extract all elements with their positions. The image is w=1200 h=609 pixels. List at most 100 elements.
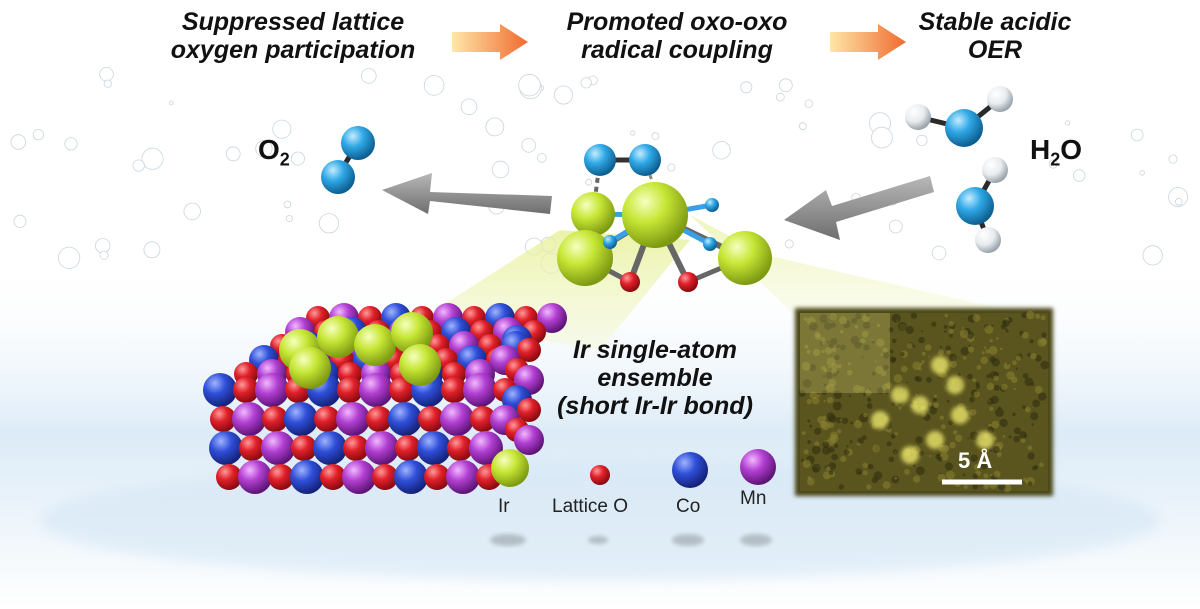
stem-noise-dot bbox=[871, 371, 876, 376]
stem-noise-dot bbox=[872, 444, 881, 453]
stem-noise-dot bbox=[980, 462, 988, 470]
stem-noise-dot bbox=[811, 445, 821, 455]
stem-noise-dot bbox=[897, 321, 907, 331]
stem-noise-dot bbox=[987, 426, 995, 434]
stem-noise-dot bbox=[800, 458, 805, 462]
stem-noise-dot bbox=[970, 454, 978, 462]
stem-noise-dot bbox=[873, 471, 883, 480]
stem-noise-dot bbox=[839, 316, 848, 325]
lattice-atom-o bbox=[441, 377, 467, 403]
oxide-lattice-slab bbox=[203, 303, 567, 494]
stem-noise-dot bbox=[1026, 310, 1035, 320]
lattice-atom-o bbox=[395, 435, 421, 461]
stem-noise-dot bbox=[809, 424, 813, 428]
stem-noise-dot bbox=[862, 321, 871, 329]
stem-noise-dot bbox=[988, 346, 998, 355]
stem-noise-dot bbox=[836, 344, 841, 348]
stem-noise-dot bbox=[1006, 371, 1015, 380]
stem-noise-dot bbox=[1016, 355, 1022, 361]
stem-noise-dot bbox=[973, 391, 980, 398]
bubble bbox=[485, 117, 505, 137]
bubble bbox=[775, 92, 785, 102]
stem-noise-dot bbox=[864, 389, 872, 396]
stem-noise-dot bbox=[1012, 360, 1017, 366]
stem-noise-dot bbox=[969, 396, 975, 403]
stem-noise-dot bbox=[989, 339, 993, 343]
bubble bbox=[99, 250, 109, 260]
stem-noise-dot bbox=[802, 459, 811, 468]
stem-noise-dot bbox=[993, 470, 1001, 478]
stem-noise-dot bbox=[859, 386, 865, 392]
stem-bright-spot bbox=[931, 356, 949, 374]
stem-noise-dot bbox=[862, 470, 868, 476]
stem-noise-dot bbox=[851, 318, 858, 324]
ir-atom bbox=[557, 230, 613, 286]
oxo-small bbox=[703, 237, 717, 251]
surface-ir-atom bbox=[317, 316, 359, 358]
stem-noise-dot bbox=[949, 360, 957, 368]
stem-noise-dot bbox=[806, 398, 812, 405]
stem-noise-dot bbox=[1024, 434, 1027, 437]
stem-noise-dot bbox=[826, 396, 834, 404]
stem-noise-dot bbox=[885, 382, 893, 389]
stem-noise-dot bbox=[1024, 406, 1031, 413]
stem-noise-dot bbox=[975, 381, 980, 386]
stem-noise-dot bbox=[1002, 319, 1010, 327]
stem-noise-dot bbox=[850, 421, 854, 425]
stem-noise-dot bbox=[898, 406, 902, 410]
stem-noise-dot bbox=[1037, 338, 1047, 347]
lattice-atom-mn bbox=[440, 402, 474, 436]
stem-noise-dot bbox=[843, 449, 850, 456]
lattice-atom-o bbox=[291, 435, 317, 461]
stem-noise-dot bbox=[888, 456, 895, 463]
stem-noise-dot bbox=[933, 394, 938, 398]
stem-noise-dot bbox=[1005, 328, 1008, 331]
bubble bbox=[491, 160, 510, 179]
bubble bbox=[740, 81, 753, 94]
bubble bbox=[888, 219, 903, 234]
stem-noise-dot bbox=[893, 374, 903, 383]
gray-arrow-release bbox=[382, 173, 552, 214]
stem-noise-dot bbox=[849, 440, 853, 444]
lattice-atom-o bbox=[268, 464, 294, 490]
bubble bbox=[13, 214, 27, 228]
stem-noise-dot bbox=[1022, 405, 1026, 410]
stem-bright-spot bbox=[871, 411, 889, 429]
h-atom bbox=[987, 86, 1013, 112]
stem-noise-dot bbox=[822, 441, 830, 448]
lattice-atom-mn bbox=[336, 402, 370, 436]
lattice-atom-co bbox=[394, 460, 428, 494]
stem-noise-dot bbox=[867, 463, 874, 470]
stem-noise-dot bbox=[820, 337, 826, 342]
bubble bbox=[1175, 198, 1183, 206]
o-atom bbox=[956, 187, 994, 225]
surface-ir-atom bbox=[391, 312, 433, 354]
stem-noise-dot bbox=[961, 326, 964, 329]
lattice-o bbox=[620, 272, 640, 292]
bubble bbox=[460, 98, 478, 116]
bubble bbox=[99, 66, 114, 82]
stem-noise-dot bbox=[906, 381, 909, 384]
stem-noise-dot bbox=[802, 379, 812, 388]
legend-symbol-lattice-o bbox=[590, 465, 610, 485]
stem-noise-dot bbox=[1041, 332, 1047, 338]
legend-label-mn: Mn bbox=[740, 488, 767, 509]
bubble bbox=[1168, 187, 1188, 207]
stem-noise-dot bbox=[939, 415, 944, 420]
stem-noise-dot bbox=[933, 402, 939, 408]
lattice-atom-o bbox=[470, 406, 496, 432]
flow-step-1: Suppressed lattice oxygen participation bbox=[170, 8, 416, 64]
lattice-atom-o bbox=[447, 435, 473, 461]
stem-noise-dot bbox=[866, 403, 873, 409]
h-atom bbox=[905, 104, 931, 130]
stem-noise-dot bbox=[891, 402, 896, 406]
legend-symbol-mn bbox=[740, 449, 776, 485]
stem-noise-dot bbox=[827, 366, 831, 369]
stem-noise-dot bbox=[889, 420, 892, 424]
surface-ir-atom bbox=[289, 347, 331, 389]
stem-noise-dot bbox=[1029, 339, 1034, 344]
stem-noise-dot bbox=[840, 344, 846, 351]
reactant-h2o-label: H2O bbox=[1030, 134, 1083, 170]
stem-noise-dot bbox=[980, 356, 988, 365]
lattice-atom-o bbox=[239, 435, 265, 461]
